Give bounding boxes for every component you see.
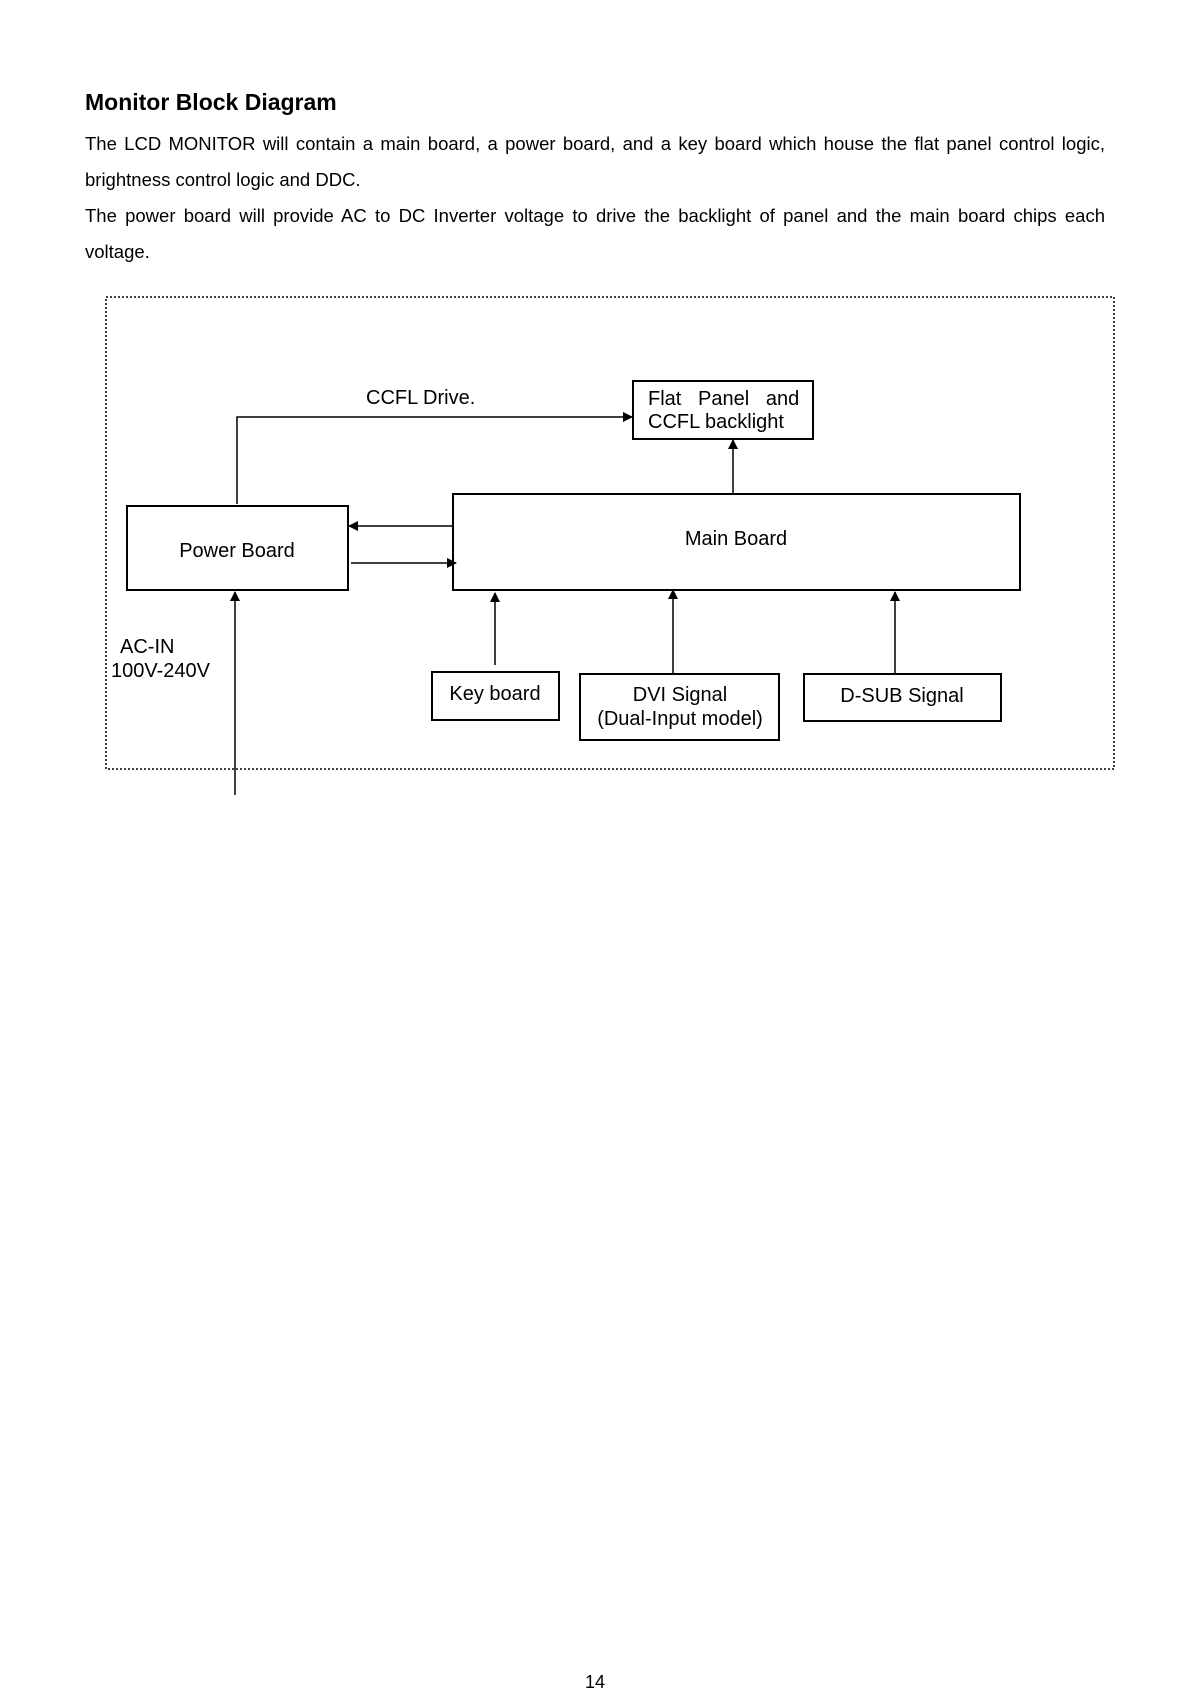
dsub-signal-label: D-SUB Signal — [840, 685, 963, 707]
key-board-box — [431, 671, 560, 721]
diagram-boundary — [105, 296, 1115, 770]
flat-panel-box — [632, 380, 814, 440]
key-board-label: Key board — [449, 683, 540, 705]
main-board-label: Main Board — [685, 528, 787, 550]
intro-paragraph: The LCD MONITOR will contain a main boar… — [85, 133, 1105, 190]
main-board-box — [452, 493, 1021, 591]
dvi-signal-label-line2: (Dual-Input model) — [597, 708, 763, 730]
dvi-signal-label-line1: DVI Signal — [633, 684, 728, 706]
ac-in-label-line1: AC-IN — [120, 636, 174, 658]
dvi-signal-box — [579, 673, 780, 741]
dsub-signal-box — [803, 673, 1002, 722]
ac-in-label-line2: 100V-240V — [111, 660, 211, 682]
ccfl-drive-label: CCFL Drive. — [366, 387, 475, 409]
flat-panel-label-line2: CCFL backlight — [648, 411, 784, 433]
power-board-label: Power Board — [179, 540, 295, 562]
block-diagram: CCFL Drive. Flat Panel and CCFL backligh… — [105, 296, 1115, 795]
power-paragraph: The power board will provide AC to DC In… — [85, 205, 1105, 262]
ccfl-drive-connector — [236, 412, 633, 504]
page-title: Monitor Block Diagram — [85, 89, 337, 115]
page-number: 14 — [585, 1672, 606, 1692]
flat-panel-label-line1: Flat Panel and — [648, 388, 799, 410]
power-board-box — [126, 505, 349, 591]
